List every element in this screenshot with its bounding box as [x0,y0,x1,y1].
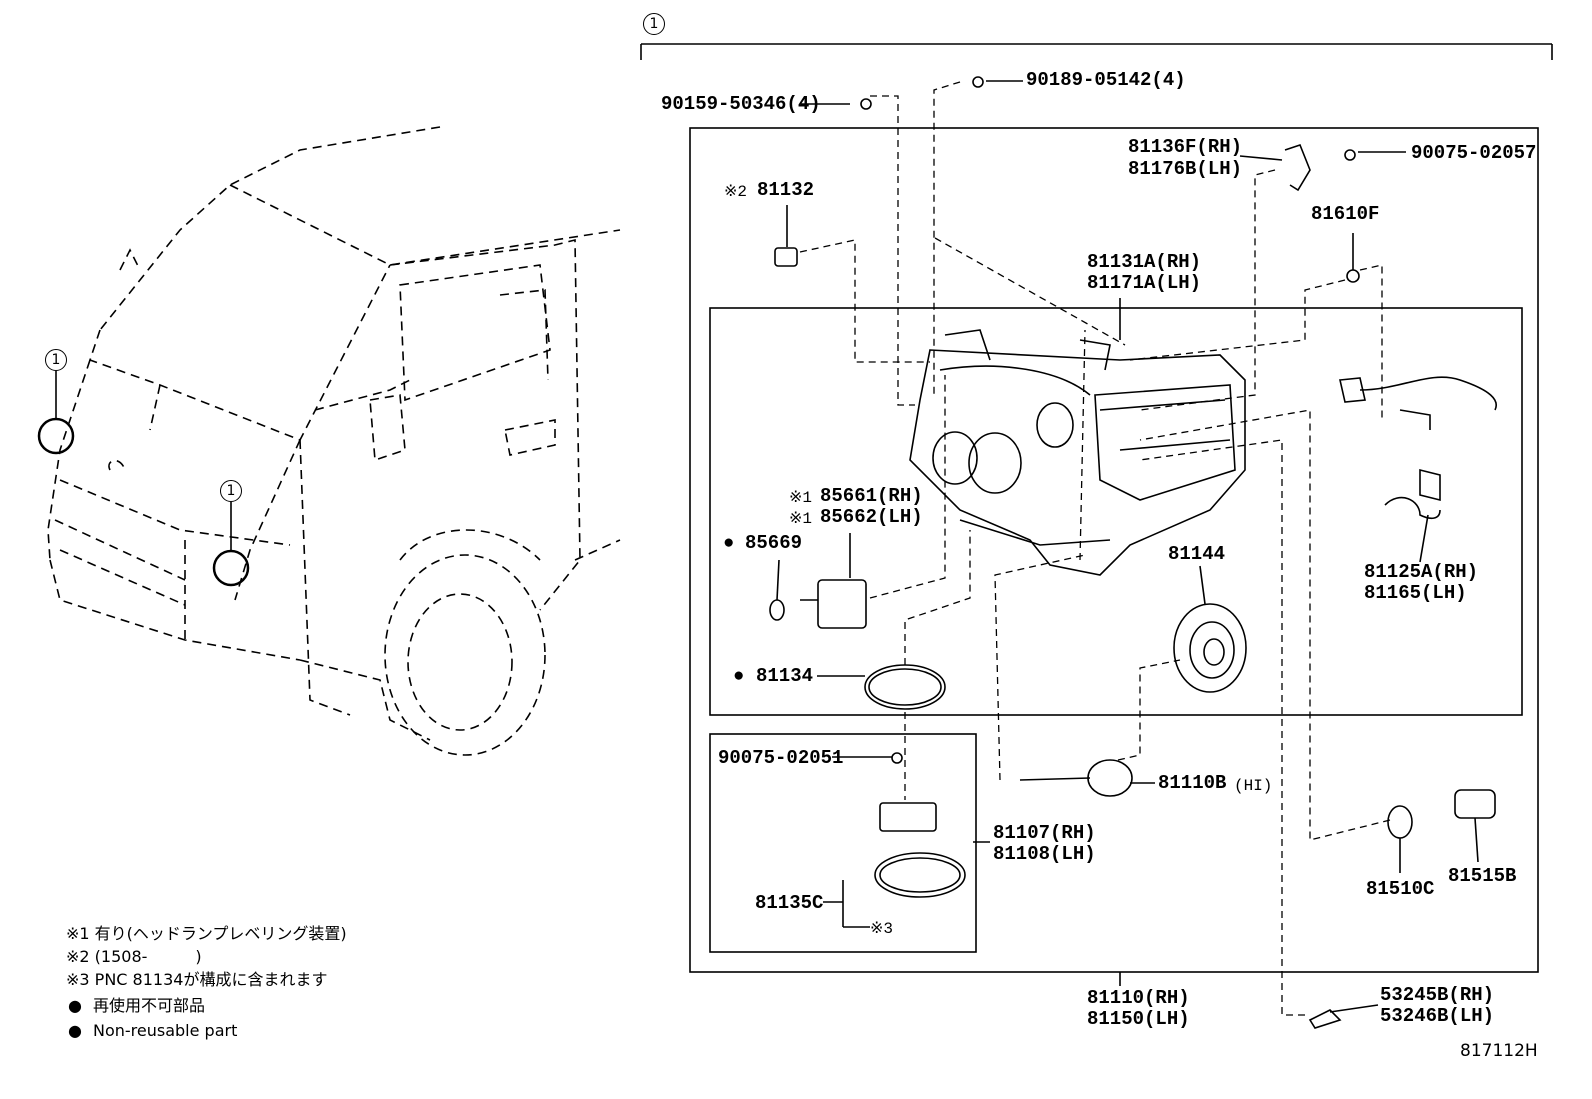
part-label-90075-02057[interactable]: 90075-02057 [1411,142,1537,164]
part-label-81131a[interactable]: 81131A(RH) [1087,251,1202,273]
nonreusable-mark-85669: ● [723,532,735,554]
part-label-81108[interactable]: 81108(LH) [993,843,1096,865]
part-label-85662[interactable]: 85662(LH) [820,506,923,528]
part-label-85669[interactable]: 85669 [745,532,803,554]
part-label-81176b[interactable]: 81176B(LH) [1128,158,1243,180]
part-label-81132[interactable]: 81132 [757,179,815,201]
outer-assembly-box [689,127,1539,973]
part-label-81150[interactable]: 81150(LH) [1087,1008,1190,1030]
part-label-81610f[interactable]: 81610F [1311,203,1380,225]
part-label-81144[interactable]: 81144 [1168,543,1226,565]
footnote-2: ※2 (1508- ) [66,947,202,966]
footnote-3: ※3 PNC 81134が構成に含まれます [66,970,328,989]
van-illustration [47,126,621,756]
callout-circles [37,371,250,587]
part-label-53246b[interactable]: 53246B(LH) [1380,1005,1495,1027]
callout-marker-header: 1 [643,13,665,35]
part-label-81110[interactable]: 81110(RH) [1087,987,1190,1009]
diagram-reference-id: 817112H [1460,1041,1538,1061]
part-label-81134[interactable]: 81134 [756,665,814,687]
note-81110b-hi: (HI) [1234,777,1273,795]
part-label-81125a[interactable]: 81125A(RH) [1364,561,1479,583]
part-label-81107[interactable]: 81107(RH) [993,822,1096,844]
dashed-guides [799,81,1391,1016]
part-label-81515b[interactable]: 81515B [1448,865,1517,887]
nonreusable-symbol-en: ● [68,1021,82,1040]
inner-assembly-box [709,307,1523,716]
part-label-90075-02051[interactable]: 90075-02051 [718,747,844,769]
note-mark-81135c: ※3 [870,920,894,938]
level-sub-box [709,733,977,953]
part-label-90189-05142[interactable]: 90189-05142(4) [1026,69,1186,91]
callout-marker-front[interactable]: 1 [45,349,67,371]
part-label-81136f[interactable]: 81136F(RH) [1128,136,1243,158]
part-label-81165[interactable]: 81165(LH) [1364,582,1467,604]
footnote-nonreusable-en: Non-reusable part [93,1021,238,1040]
assembly-bracket [640,43,1553,60]
small-parts [769,76,1497,1029]
nonreusable-mark-81134: ● [733,665,745,687]
part-label-81510c[interactable]: 81510C [1366,878,1435,900]
part-label-81110b[interactable]: 81110B [1158,772,1227,794]
leader-lines [776,80,1479,1013]
note-mark-85661: ※1 [789,489,813,507]
nonreusable-symbol-jp: ● [68,996,82,1015]
part-label-53245b[interactable]: 53245B(RH) [1380,984,1495,1006]
part-label-85661[interactable]: 85661(RH) [820,485,923,507]
footnote-nonreusable-jp: 再使用不可部品 [93,996,206,1015]
part-label-90159-50346[interactable]: 90159-50346(4) [661,93,821,115]
note-mark-85662: ※1 [789,510,813,528]
callout-marker-side[interactable]: 1 [220,480,242,502]
part-label-81171a[interactable]: 81171A(LH) [1087,272,1202,294]
part-label-81135c[interactable]: 81135C [755,892,824,914]
footnote-1: ※1 有り(ヘッドランプレベリング装置) [66,924,347,943]
note-mark-81132: ※2 [724,183,748,201]
